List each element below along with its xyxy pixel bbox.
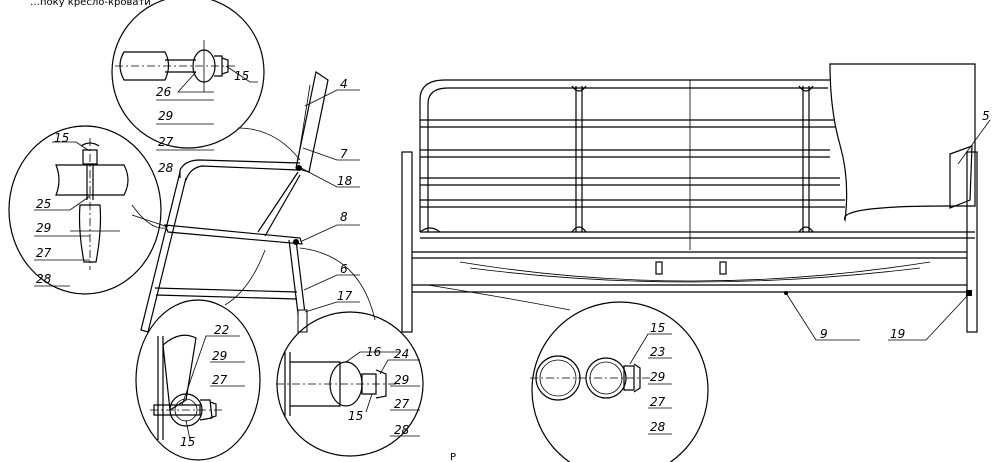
- chair-side-view: [131, 71, 329, 333]
- detail-bm-27: 27: [394, 397, 410, 411]
- callout-18: 18: [337, 174, 353, 188]
- detail-bottom-mid: 16 24 29 27 28 15: [276, 311, 424, 457]
- detail-left-28: 28: [36, 272, 52, 286]
- detail-br-28: 28: [650, 420, 666, 434]
- detail-top-27: 27: [158, 135, 174, 149]
- detail-left-29: 29: [36, 221, 51, 235]
- chair-callouts: 4 7 18 8 6 17: [300, 77, 360, 313]
- detail-bottom-right: 15 23 29 27 28: [530, 301, 709, 462]
- detail-bl-27: 27: [212, 373, 228, 387]
- detail-bm-24: 24: [394, 347, 409, 361]
- detail-br-27: 27: [650, 395, 666, 409]
- callout-4: 4: [340, 77, 348, 91]
- callout-19: 19: [890, 327, 905, 341]
- detail-bm-29: 29: [394, 373, 409, 387]
- detail-left-27: 27: [36, 246, 52, 260]
- callout-8: 8: [340, 210, 348, 224]
- detail-bl-15: 15: [180, 435, 195, 449]
- detail-top-26: 26: [156, 85, 172, 99]
- detail-bm-16: 16: [366, 345, 382, 359]
- detail-bm-15: 15: [348, 409, 363, 423]
- bottom-caption: Р: [450, 452, 456, 462]
- detail-br-15: 15: [650, 321, 665, 335]
- detail-left-25: 25: [36, 197, 51, 211]
- callout-5: 5: [982, 109, 990, 123]
- detail-top-28: 28: [158, 161, 174, 175]
- leader-arc-bottom-mid: [299, 247, 376, 321]
- detail-br-23: 23: [650, 345, 665, 359]
- detail-bl-22: 22: [214, 323, 229, 337]
- detail-left: 15 25 29 27 28: [8, 125, 162, 295]
- callout-7: 7: [340, 147, 348, 161]
- detail-bl-29: 29: [212, 349, 227, 363]
- detail-br-29: 29: [650, 370, 665, 384]
- callout-6: 6: [340, 262, 348, 276]
- top-caption: …поку кресло-кровати: [30, 0, 151, 8]
- detail-left-15: 15: [54, 131, 69, 145]
- bed-front-view: 5 9 19: [401, 63, 991, 341]
- callout-17: 17: [337, 289, 353, 303]
- leader-arc-bottom-left: [224, 249, 266, 306]
- detail-top-29: 29: [158, 109, 173, 123]
- detail-bm-28: 28: [394, 423, 410, 437]
- leader-arc-top: [237, 127, 301, 161]
- detail-bottom-left: 22 29 27 15: [135, 299, 261, 461]
- leader-arc-left: [131, 204, 166, 229]
- detail-top: 15 26 29 27 28: [111, 0, 265, 175]
- detail-top-15: 15: [234, 69, 249, 83]
- callout-9: 9: [820, 327, 828, 341]
